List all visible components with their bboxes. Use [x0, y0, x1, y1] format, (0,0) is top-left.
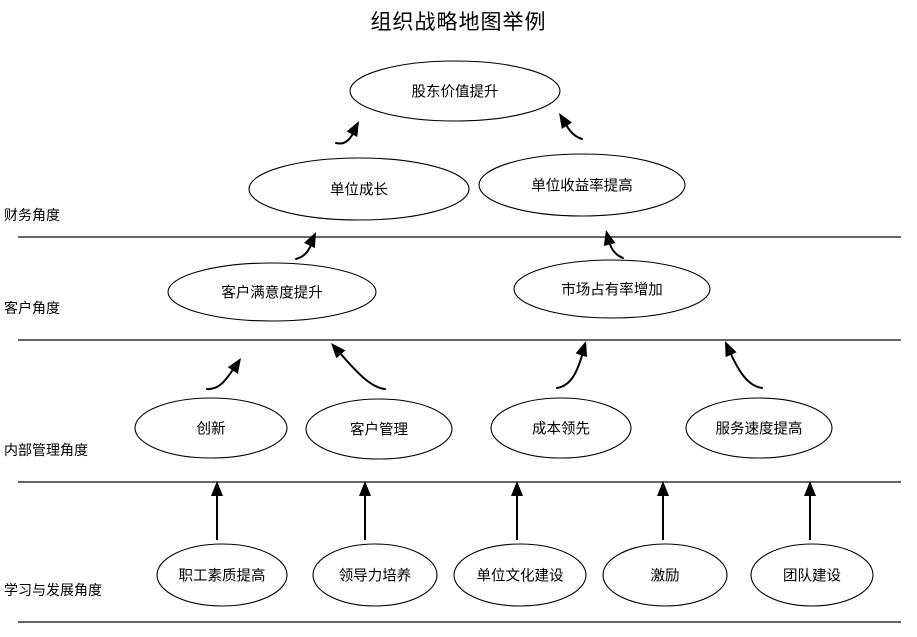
arrow-head-customer-satisfaction-to-unit-growth [304, 232, 316, 249]
node-ellipse-innovation[interactable] [134, 397, 288, 459]
perspective-label-2: 内部管理角度 [4, 443, 88, 459]
node-label-unit-profit-rate: 单位收益率提高 [531, 178, 633, 195]
arrow-head-market-share-to-unit-profit-rate [603, 230, 616, 247]
node-label-incentives: 激励 [650, 568, 680, 585]
page-title: 组织战略地图举例 [370, 10, 547, 34]
arrow-head-leadership-dev [359, 481, 371, 496]
node-ellipse-unit-growth[interactable] [248, 157, 470, 221]
arrow-head-innovation-to-customer-satisfaction [227, 358, 241, 374]
perspective-label-1: 客户角度 [4, 301, 60, 317]
perspective-label-0: 财务角度 [4, 208, 60, 224]
node-label-customer-satisfaction: 客户满意度提升 [221, 285, 323, 302]
arrow-head-team-building [804, 481, 816, 496]
arrow-head-unit-growth-to-shareholder-value [346, 121, 359, 138]
arrow-head-culture-building [511, 481, 523, 496]
arrow-head-staff-quality [211, 481, 223, 496]
node-ellipse-market-share[interactable] [513, 259, 711, 319]
arrow-curve-service-speed-to-market-share [729, 351, 763, 389]
arrow-head-customer-management-to-customer-satisfaction [331, 343, 346, 359]
arrow-head-unit-profit-rate-to-shareholder-value [559, 113, 573, 129]
node-label-staff-quality: 职工素质提高 [178, 568, 266, 585]
node-ellipse-team-building[interactable] [750, 543, 874, 607]
arrow-curve-innovation-to-customer-satisfaction [206, 367, 235, 391]
node-label-customer-management: 客户管理 [350, 422, 408, 439]
node-ellipse-cost-leadership[interactable] [490, 397, 632, 459]
node-ellipse-shareholder-value[interactable] [349, 60, 561, 122]
arrow-head-service-speed-to-market-share [725, 341, 737, 358]
node-label-shareholder-value: 股东价值提升 [411, 84, 499, 101]
perspective-label-3: 学习与发展角度 [4, 583, 102, 599]
arrow-curve-cost-leadership-to-market-share [556, 351, 584, 389]
node-label-cost-leadership: 成本领先 [532, 421, 590, 438]
node-ellipse-staff-quality[interactable] [156, 543, 288, 607]
node-label-market-share: 市场占有率增加 [561, 282, 663, 299]
node-ellipse-unit-profit-rate[interactable] [478, 153, 686, 217]
node-label-team-building: 团队建设 [783, 568, 841, 585]
node-label-culture-building: 单位文化建设 [476, 568, 564, 585]
node-label-service-speed: 服务速度提高 [715, 421, 803, 438]
node-ellipse-leadership-dev[interactable] [312, 543, 438, 607]
node-ellipse-customer-satisfaction[interactable] [167, 262, 377, 322]
node-ellipse-service-speed[interactable] [685, 397, 833, 459]
node-ellipse-customer-management[interactable] [305, 398, 453, 460]
node-ellipse-culture-building[interactable] [453, 543, 587, 607]
node-ellipse-incentives[interactable] [602, 543, 728, 607]
arrow-head-incentives [657, 481, 669, 496]
node-label-leadership-dev: 领导力培养 [338, 568, 412, 585]
node-label-innovation: 创新 [196, 421, 226, 438]
node-label-unit-growth: 单位成长 [330, 182, 388, 199]
arrow-curve-customer-management-to-customer-satisfaction [339, 352, 386, 390]
arrow-head-cost-leadership-to-market-share [575, 341, 588, 358]
